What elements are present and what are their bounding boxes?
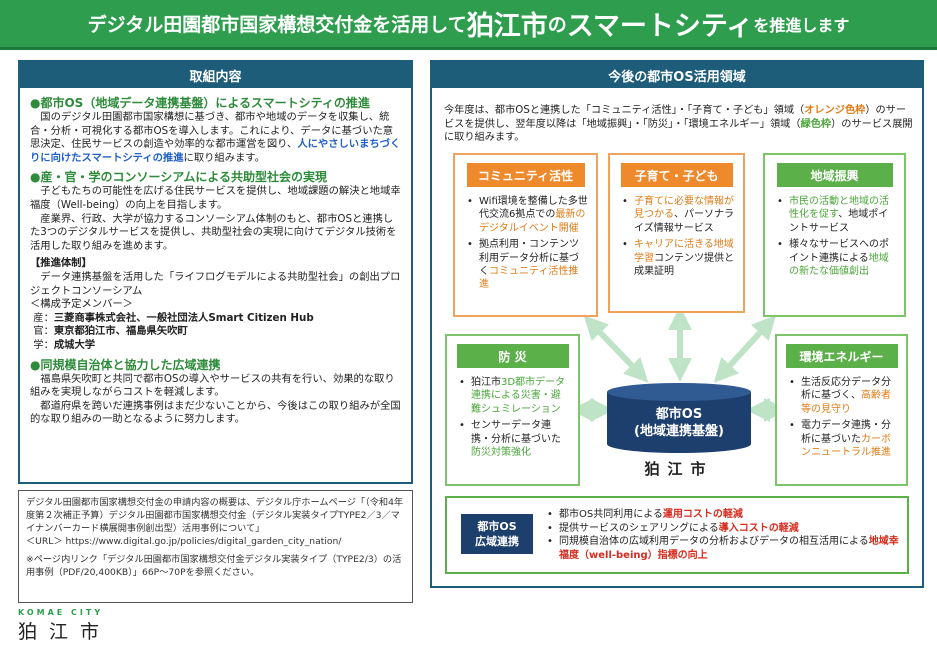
section-city-os-title: ●都市OS（地域データ連携基盤）によるスマートシティの推進 [30, 96, 370, 110]
banner-part5: を推進します [753, 15, 850, 35]
initiatives-title: 取組内容 [20, 62, 411, 88]
regional-collaboration-box: 都市OS 広域連携 都市OS共同利用による運用コストの軽減 提供サービスのシェア… [445, 496, 909, 574]
section-consortium-title: ●産・官・学のコンソーシアムによる共助型社会の実現 [30, 170, 328, 185]
city-os-label: 都市OS (地域連携基盤) [634, 407, 724, 439]
chiiki-item1: 市民の活動と地域の活性化を促す、地域ポイントサービス [777, 195, 896, 235]
section-city-os-body: 国のデジタル田園都市国家構想に基づき、都市や地域のデータを収集し、統合・分析・可… [30, 111, 401, 164]
domain-chiiki-title: 地域振興 [776, 163, 893, 187]
banner-city-name: 狛江市 [466, 11, 548, 42]
note-url[interactable]: ＜URL＞ https://www.digital.go.jp/policies… [26, 536, 342, 547]
regional-item1: 都市OS共同利用による運用コストの軽減 [545, 508, 905, 522]
members-label: ＜構成予定メンバー＞ [30, 298, 133, 311]
banner-smart-city: スマートシティ [566, 11, 754, 42]
section-consortium-body1: 子どもたちの可能性を広げる住民サービスを提供し、地域課題の解決と地域幸福度（We… [30, 185, 401, 211]
member-academia: 学：成城大学 [33, 338, 96, 351]
structure-body: データ連携基盤を活用した「ライフログモデルによる共助型社会」の創出プロジェクトコ… [30, 270, 401, 297]
kankyo-item1: 生活反応分データ分析に基づく、高齢者等の見守り [789, 376, 898, 416]
initiatives-panel: 取組内容 ●都市OS（地域データ連携基盤）によるスマートシティの推進 国のデジタ… [18, 60, 413, 484]
banner-part3: の [547, 14, 567, 36]
city-os-areas-title: 今後の都市OS活用領域 [432, 62, 922, 88]
komae-city-logo: KOMAE CITY 狛江市 [18, 608, 111, 644]
community-item2: 拠点利用・コンテンツ利用データ分析に基づくコミュニティ活性推進 [467, 238, 588, 292]
section-regional-body1: 福島県矢吹町と共同で都市OSの導入やサービスの共有を行い、効果的な取り組みを実現… [30, 372, 395, 399]
kosodate-item2: キャリアに活きる地域学習コンテンツ提供と成果証明 [622, 238, 735, 278]
logo-jp: 狛江市 [18, 621, 112, 643]
section-consortium-body2: 産業界、行政、大学が協力するコンソーシアム体制のもと、都市OSと連携した3つのデ… [30, 212, 397, 252]
domain-bousai-title: 防 災 [456, 344, 569, 368]
bousai-item1: 狛江市3D都市データ連携による災害・避難シュミレーション [459, 376, 570, 416]
logo-en: KOMAE CITY [18, 608, 104, 617]
kankyo-item2: 電力データ連携・分析に基づいたカーボンニュートラル推進 [789, 419, 898, 459]
note-line1: デジタル田園都市国家構想交付金の申請内容の概要は、デジタル庁ホームページ「（令和… [26, 497, 404, 534]
note-line2: ※ページ内リンク「デジタル田園都市国家構想交付金デジタル実装タイプ（TYPE2/… [26, 554, 402, 578]
chiiki-item2: 様々なサービスへのポイント連携による地域の新たな価値創出 [777, 238, 896, 278]
domain-kankyo: 環境エネルギー 生活反応分データ分析に基づく、高齢者等の見守り 電力データ連携・… [775, 334, 908, 486]
member-government: 官：東京都狛江市、福島県矢吹町 [33, 325, 188, 338]
domain-chiiki: 地域振興 市民の活動と地域の活性化を促す、地域ポイントサービス 様々なサービスへ… [763, 153, 906, 317]
regional-badge: 都市OS 広域連携 [461, 514, 533, 554]
section-regional-body2: 都道府県を跨いだ連携事例はまだ少ないことから、今後はこの取り組みが全国的な取り組… [30, 399, 401, 426]
domain-kankyo-title: 環境エネルギー [785, 344, 898, 368]
community-item1: Wifi環境を整備した多世代交流6拠点での最新のデジタルイベント開催 [467, 195, 588, 235]
structure-title: 【推進体制】 [30, 257, 92, 270]
member-industry: 産：三菱商事株式会社、一般社団法人Smart Citizen Hub [33, 311, 314, 324]
reference-note: デジタル田園都市国家構想交付金の申請内容の概要は、デジタル庁ホームページ「（令和… [18, 490, 413, 603]
domain-kosodate-title: 子育て・子ども [620, 163, 733, 187]
regional-item2: 提供サービスのシェアリングによる導入コストの軽減 [545, 522, 905, 536]
banner-part1: デジタル田園都市国家構想交付金を活用して [87, 14, 467, 36]
city-os-city-label: 狛江市 [644, 460, 714, 478]
section-regional-title: ●同規模自治体と協力した広域連携 [30, 357, 221, 372]
domain-community-title: コミュニティ活性 [466, 163, 585, 187]
page-banner: デジタル田園都市国家構想交付金を活用して 狛江市 の スマートシティ を推進しま… [0, 0, 937, 50]
regional-item3: 同規模自治体の広域利用データの分析およびデータの相互活用による地域幸福度（wel… [545, 535, 905, 562]
city-os-intro: 今年度は、都市OSと連携した「コミュニティ活性」・「子育て・子ども」領域（オレン… [444, 105, 913, 143]
domain-bousai: 防 災 狛江市3D都市データ連携による災害・避難シュミレーション センサーデータ… [445, 334, 580, 486]
domain-community: コミュニティ活性 Wifi環境を整備した多世代交流6拠点での最新のデジタルイベン… [453, 153, 598, 317]
bousai-item2: センサーデータ連携・分析に基づいた防災対策強化 [459, 419, 570, 459]
domain-kosodate: 子育て・子ども 子育てに必要な情報が見つかる、パーソナライズ情報サービス キャリ… [608, 153, 745, 313]
city-os-database-icon [607, 383, 751, 453]
kosodate-item1: 子育てに必要な情報が見つかる、パーソナライズ情報サービス [622, 195, 735, 235]
city-os-areas-panel: 今後の都市OS活用領域 今年度は、都市OSと連携した「コミュニティ活性」・「子育… [430, 60, 924, 588]
